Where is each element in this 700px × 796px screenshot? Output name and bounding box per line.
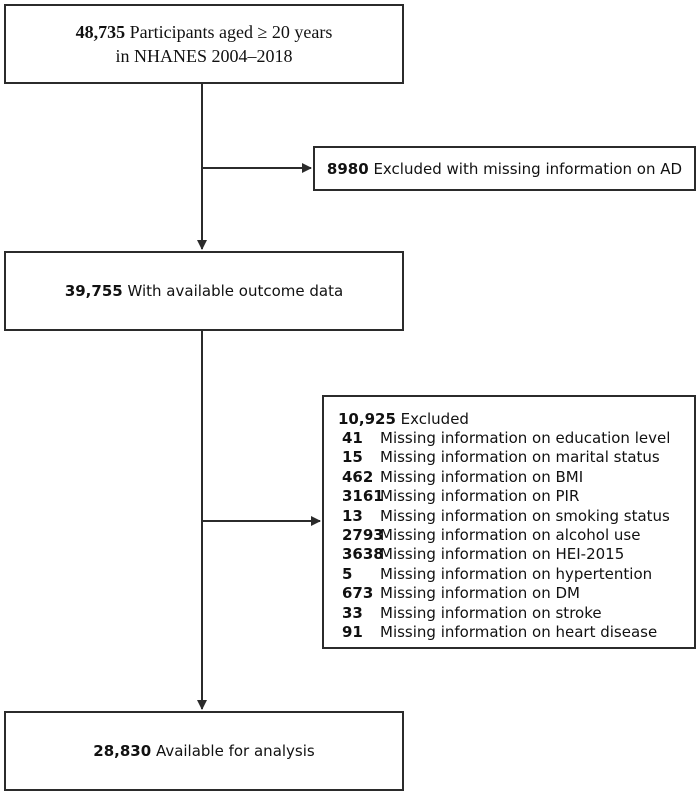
exclusion-reason: Missing information on smoking status bbox=[380, 506, 670, 525]
exclusion-count: 41 bbox=[342, 429, 363, 447]
outcome-label: With available outcome data bbox=[127, 282, 344, 300]
final-line: 28,830 Available for analysis bbox=[93, 742, 314, 760]
exclusion-reason: Missing information on heart disease bbox=[380, 622, 658, 641]
exclusion-count: 5 bbox=[342, 564, 353, 583]
start-box: 48,735 Participants aged ≥ 20 years in N… bbox=[4, 4, 404, 84]
exclusion-row: 13 Missing information on smoking status bbox=[338, 507, 694, 526]
excluded-ad-count: 8980 bbox=[326, 159, 369, 178]
exclusion-row: 41 Missing information on education level bbox=[338, 429, 694, 448]
outcome-box: 39,755 With available outcome data bbox=[4, 251, 404, 331]
exclusion-reason: Missing information on alcohol use bbox=[380, 525, 641, 544]
exclusion-count: 673 bbox=[342, 584, 374, 603]
exclusion-count: 33 bbox=[342, 603, 363, 622]
excluded-covariates-count: 10,925 bbox=[338, 410, 396, 428]
exclusion-count: 91 bbox=[342, 622, 363, 641]
exclusion-reason: Missing information on BMI bbox=[380, 467, 584, 486]
excluded-ad-label: Excluded with missing information on AD bbox=[373, 159, 683, 178]
exclusion-reason: Missing information on DM bbox=[380, 584, 580, 603]
exclusion-row: 33 Missing information on stroke bbox=[338, 604, 694, 623]
exclusion-row: 15 Missing information on marital status bbox=[338, 448, 694, 467]
final-box: 28,830 Available for analysis bbox=[4, 711, 404, 791]
exclusion-reason: Missing information on marital status bbox=[380, 448, 660, 467]
exclusion-count: 2793 bbox=[342, 525, 384, 544]
exclusion-reason: Missing information on PIR bbox=[380, 487, 580, 506]
exclusion-count: 462 bbox=[342, 467, 374, 486]
excluded-covariates-header: 10,925 Excluded bbox=[338, 409, 694, 429]
start-count: 48,735 bbox=[75, 22, 126, 42]
start-line2: in NHANES 2004–2018 bbox=[115, 46, 293, 66]
exclusion-reason: Missing information on hypertention bbox=[380, 564, 653, 583]
start-label: Participants aged ≥ 20 years bbox=[129, 22, 333, 42]
exclusion-row: 5 Missing information on hypertention bbox=[338, 565, 694, 584]
final-count: 28,830 bbox=[93, 742, 152, 760]
exclusion-count: 3638 bbox=[342, 545, 384, 564]
exclusion-row: 673 Missing information on DM bbox=[338, 584, 694, 603]
final-label: Available for analysis bbox=[155, 742, 315, 760]
exclusion-count: 3161 bbox=[342, 487, 384, 506]
start-line1: 48,735 Participants aged ≥ 20 years bbox=[76, 20, 333, 44]
exclusion-count: 13 bbox=[342, 506, 363, 525]
exclusion-reason: Missing information on education level bbox=[380, 429, 671, 447]
exclusion-row: 91 Missing information on heart disease bbox=[338, 623, 694, 642]
excluded-covariates-label: Excluded bbox=[400, 410, 469, 428]
exclusion-count: 15 bbox=[342, 448, 363, 467]
outcome-count: 39,755 bbox=[64, 282, 123, 300]
outcome-line: 39,755 With available outcome data bbox=[65, 282, 343, 300]
exclusion-reason: Missing information on HEI-2015 bbox=[380, 545, 625, 564]
excluded-ad-box: 8980 Excluded with missing information o… bbox=[313, 146, 696, 191]
excluded-ad-line: 8980 Excluded with missing information o… bbox=[327, 160, 682, 178]
exclusion-row: 462 Missing information on BMI bbox=[338, 468, 694, 487]
exclusion-reason: Missing information on stroke bbox=[380, 603, 602, 622]
